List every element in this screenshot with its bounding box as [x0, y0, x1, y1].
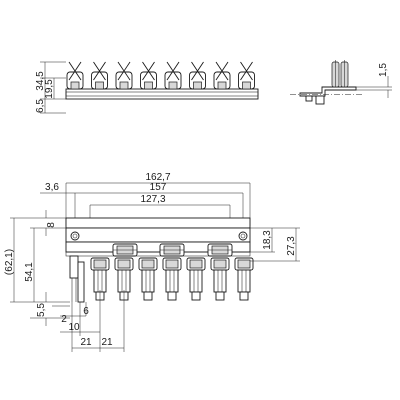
upper-terminal [112, 243, 138, 257]
dim-127-3: 127,3 [140, 194, 165, 205]
dim-18-3: 18,3 [262, 230, 273, 250]
clip [66, 61, 84, 90]
dim-21-b: 21 [101, 337, 113, 348]
dim-6: 6 [83, 306, 89, 317]
dim-157: 157 [150, 182, 167, 193]
dim-162-7: 162,7 [145, 172, 170, 183]
lower-terminal [138, 257, 158, 301]
clip [91, 61, 108, 90]
clip [140, 61, 157, 90]
dim-27-3: 27,3 [286, 236, 297, 256]
clip [238, 61, 255, 90]
lower-terminals [90, 257, 254, 301]
upper-terminal [159, 243, 185, 257]
top-dim-6-5: 6,5 [35, 99, 46, 113]
dim-62-1: (62,1) [4, 249, 15, 275]
lower-terminal [186, 257, 206, 301]
side-dim-1-5: 1,5 [378, 63, 389, 77]
dim-5-5: 5,5 [36, 303, 47, 317]
side-view: 1,5 [290, 60, 392, 105]
upper-terminals [112, 243, 233, 257]
clip [189, 61, 206, 90]
clip [115, 61, 133, 90]
contact-clips [66, 61, 255, 90]
dim-10: 10 [68, 322, 80, 333]
dim-2: 2 [61, 314, 67, 325]
clip [164, 61, 182, 90]
lower-terminal [162, 257, 182, 301]
dim-54-1: 54,1 [24, 262, 35, 282]
clip [213, 61, 231, 90]
lower-terminal [90, 257, 110, 301]
top-view: 34,5 19,5 6,5 [35, 61, 259, 114]
lower-terminal [234, 257, 254, 301]
front-view: 162,7 157 127,3 3,6 18,3 27,3 [4, 172, 300, 352]
top-dim-19-5: 19,5 [44, 79, 55, 99]
upper-terminal [207, 243, 233, 257]
dim-21-a: 21 [80, 337, 92, 348]
dim-3-6: 3,6 [45, 182, 59, 193]
dim-8: 8 [46, 222, 57, 228]
top-dim-34-5: 34,5 [35, 71, 46, 91]
lower-terminal [210, 257, 230, 301]
